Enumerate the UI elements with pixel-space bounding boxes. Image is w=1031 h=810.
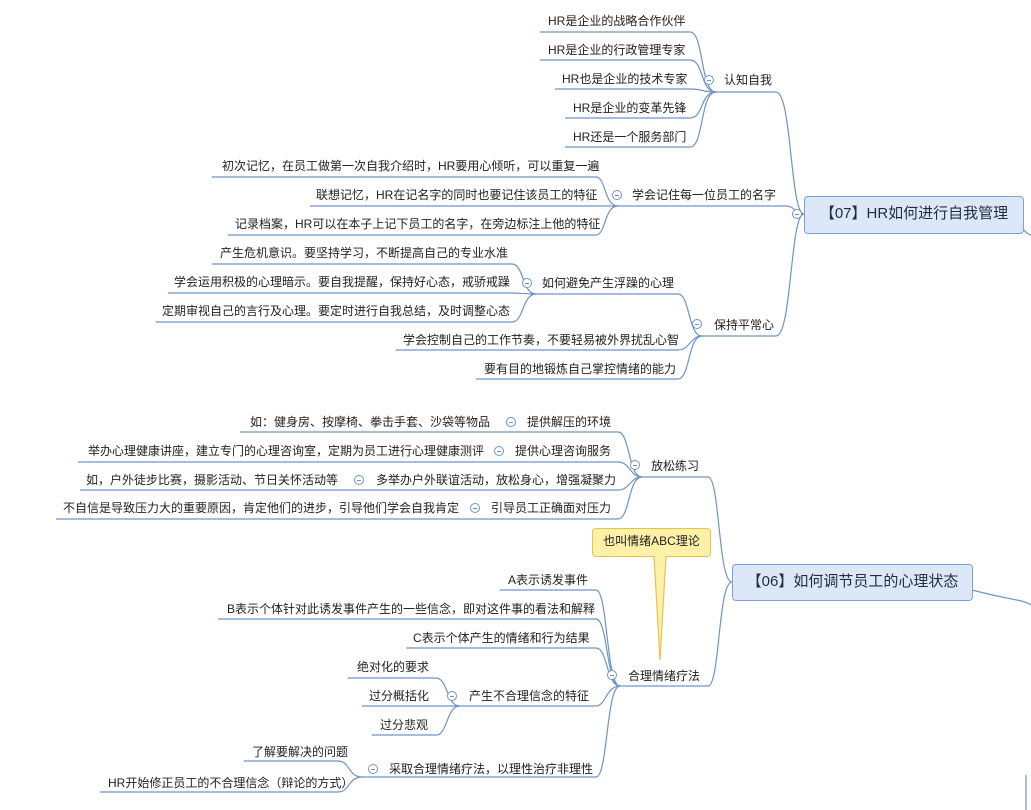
node-stress-environment[interactable]: 提供解压的环境 xyxy=(527,415,612,429)
collapse-toggle-icon[interactable] xyxy=(792,209,802,219)
topic-self-management[interactable]: 【07】HR如何进行自我管理 xyxy=(804,196,1024,234)
node-irrational-beliefs[interactable]: 产生不合理信念的特征 xyxy=(469,689,590,703)
collapse-toggle-icon[interactable] xyxy=(612,190,622,200)
leaf-item[interactable]: HR是企业的战略合作伙伴 xyxy=(548,14,686,28)
leaf-item[interactable]: HR还是一个服务部门 xyxy=(573,130,687,144)
collapse-toggle-icon[interactable] xyxy=(368,764,378,774)
callout-joint xyxy=(655,555,665,558)
leaf-item[interactable]: 要有目的地锻炼自己掌控情绪的能力 xyxy=(484,362,677,376)
collapse-toggle-icon[interactable] xyxy=(494,446,504,456)
node-apply-therapy[interactable]: 采取合理情绪疗法，以理性治疗非理性 xyxy=(389,762,594,776)
collapse-toggle-icon[interactable] xyxy=(354,475,364,485)
node-remember-names[interactable]: 学会记住每一位员工的名字 xyxy=(632,188,777,202)
node-outdoor-activities[interactable]: 多举办户外联谊活动，放松身心，增强凝聚力 xyxy=(376,473,617,487)
leaf-item[interactable]: 联想记忆，HR在记名字的同时也要记住该员工的特征 xyxy=(316,188,598,202)
leaf-item[interactable]: HR开始修正员工的不合理信念（辩论的方式） xyxy=(108,776,354,790)
leaf-item[interactable]: C表示个体产生的情绪和行为结果 xyxy=(413,631,590,645)
callout-pointer xyxy=(653,555,667,661)
node-relax-practice[interactable]: 放松练习 xyxy=(651,459,700,473)
leaf-item[interactable]: 过分概括化 xyxy=(369,689,430,703)
node-avoid-impetuous[interactable]: 如何避免产生浮躁的心理 xyxy=(542,276,675,290)
leaf-item[interactable]: 初次记忆，在员工做第一次自我介绍时，HR要用心倾听，可以重复一遍 xyxy=(222,159,600,173)
leaf-item[interactable]: 学会控制自己的工作节奏，不要轻易被外界扰乱心智 xyxy=(403,333,680,347)
node-rational-emotive-therapy[interactable]: 合理情绪疗法 xyxy=(628,669,701,683)
leaf-item[interactable]: A表示诱发事件 xyxy=(508,573,589,587)
leaf-item[interactable]: 不自信是导致压力大的重要原因，肯定他们的进步，引导他们学会自我肯定 xyxy=(63,501,460,515)
leaf-item[interactable]: 举办心理健康讲座，建立专门的心理咨询室，定期为员工进行心理健康测评 xyxy=(88,444,485,458)
node-counseling-service[interactable]: 提供心理咨询服务 xyxy=(515,444,612,458)
node-recognize-self[interactable]: 认知自我 xyxy=(724,73,773,87)
leaf-item[interactable]: 绝对化的要求 xyxy=(357,660,430,674)
leaf-item[interactable]: 了解要解决的问题 xyxy=(252,745,349,759)
leaf-item[interactable]: HR也是企业的技术专家 xyxy=(562,72,688,86)
collapse-toggle-icon[interactable] xyxy=(470,503,480,513)
abc-theory-callout[interactable]: 也叫情绪ABC理论 xyxy=(592,528,711,557)
leaf-item[interactable]: 学会运用积极的心理暗示。要自我提醒，保持好心态，戒骄戒躁 xyxy=(174,275,511,289)
collapse-toggle-icon[interactable] xyxy=(522,278,532,288)
leaf-item[interactable]: 记录档案，HR可以在本子上记下员工的名字，在旁边标注上他的特征 xyxy=(235,217,601,231)
leaf-item[interactable]: 定期审视自己的言行及心理。要定时进行自我总结，及时调整心态 xyxy=(162,304,511,318)
collapse-toggle-icon[interactable] xyxy=(704,75,714,85)
collapse-toggle-icon[interactable] xyxy=(447,691,457,701)
collapse-toggle-icon[interactable] xyxy=(607,670,617,680)
collapse-toggle-icon[interactable] xyxy=(506,417,516,427)
leaf-item[interactable]: 过分悲观 xyxy=(380,718,429,732)
leaf-item[interactable]: HR是企业的行政管理专家 xyxy=(548,43,686,57)
collapse-toggle-icon[interactable] xyxy=(692,319,702,329)
leaf-item[interactable]: 产生危机意识。要坚持学习，不断提高自己的专业水准 xyxy=(220,246,509,260)
leaf-item[interactable]: HR是企业的变革先锋 xyxy=(573,101,687,115)
collapse-toggle-icon[interactable] xyxy=(630,460,640,470)
node-face-pressure[interactable]: 引导员工正确面对压力 xyxy=(491,501,612,515)
leaf-item[interactable]: B表示个体针对此诱发事件产生的一些信念，即对这件事的看法和解释 xyxy=(227,602,596,616)
topic-employee-psychology[interactable]: 【06】如何调节员工的心理状态 xyxy=(732,564,973,601)
leaf-item[interactable]: 如：健身房、按摩椅、拳击手套、沙袋等物品 xyxy=(250,415,491,429)
node-keep-calm[interactable]: 保持平常心 xyxy=(714,318,775,332)
leaf-item[interactable]: 如，户外徒步比赛，摄影活动、节日关怀活动等 xyxy=(86,473,339,487)
